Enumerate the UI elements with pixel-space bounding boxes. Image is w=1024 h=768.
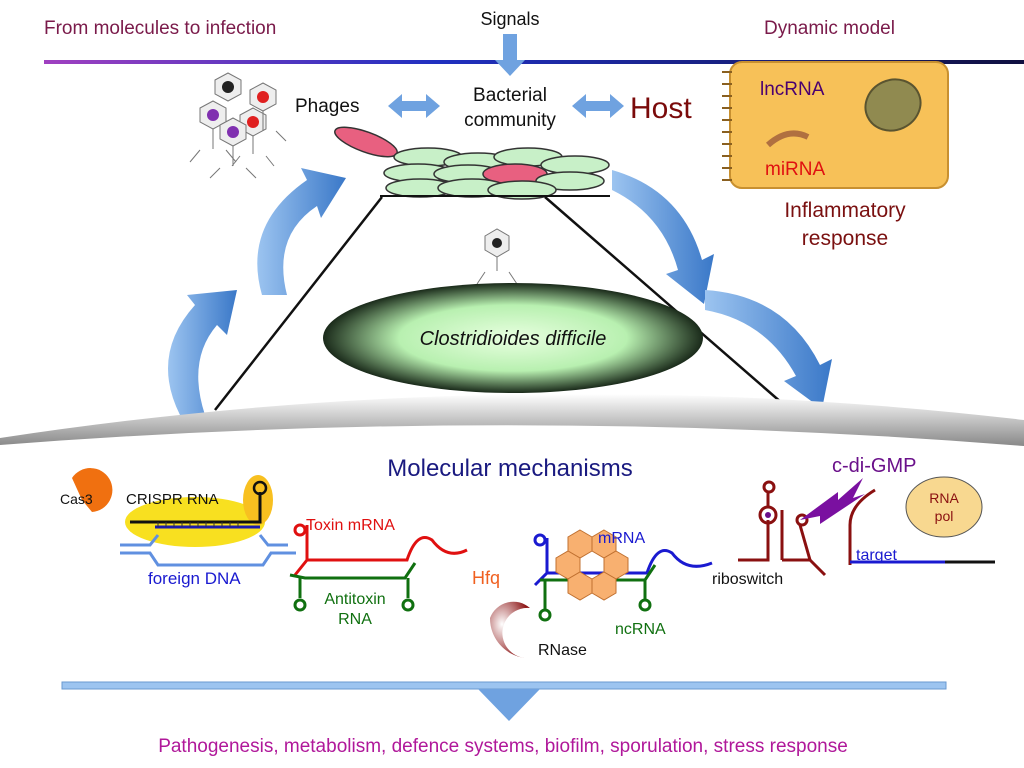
hfq-label: Hfq xyxy=(472,568,500,588)
down-arrow-icon xyxy=(478,689,540,721)
community-host-arrow-icon xyxy=(572,94,624,118)
phages-icon xyxy=(189,72,287,179)
header-divider xyxy=(44,60,1024,64)
ncrna-label: ncRNA xyxy=(615,621,666,638)
antitoxin-label-2: RNA xyxy=(338,611,372,628)
header-signals: Signals xyxy=(480,9,539,29)
foreign-dna-label: foreign DNA xyxy=(148,569,241,588)
crispr-rna-label: CRISPR RNA xyxy=(126,491,219,508)
riboswitch-label: riboswitch xyxy=(712,571,783,588)
riboswitch-icon xyxy=(738,480,876,577)
platform-divider xyxy=(0,393,1024,446)
target-label: target xyxy=(856,547,897,564)
host-cell xyxy=(722,61,949,189)
cdigmp-label: c-di-GMP xyxy=(832,455,916,477)
outcomes-label: Pathogenesis, metabolism, defence system… xyxy=(158,736,848,757)
mirna-icon xyxy=(765,130,810,148)
inflammatory-label-2: response xyxy=(802,227,888,250)
mrna-label: mRNA xyxy=(598,530,645,547)
toxin-antitoxin-icon xyxy=(289,523,468,612)
header-left: From molecules to infection xyxy=(44,18,276,39)
mirna-label: miRNA xyxy=(765,159,825,180)
organism-label: Clostridioides difficile xyxy=(420,328,607,350)
lightning-icon xyxy=(800,478,865,524)
host-label: Host xyxy=(630,92,692,125)
rnase-label: RNase xyxy=(538,642,587,659)
cycle-arrows-icon xyxy=(168,168,832,415)
antitoxin-label-1: Antitoxin xyxy=(324,591,385,608)
signals-arrow-icon xyxy=(495,34,525,76)
lncrna-label: lncRNA xyxy=(760,79,825,100)
ligand-icon xyxy=(765,512,771,518)
rnapol-label-2: pol xyxy=(935,508,954,524)
outcome-bar xyxy=(61,681,947,690)
phages-label: Phages xyxy=(295,96,359,117)
crispr-icon xyxy=(72,468,296,567)
phage-community-arrow-icon xyxy=(388,94,440,118)
cas3-label: Cas3 xyxy=(60,491,93,507)
rna-polymerase-icon xyxy=(905,476,983,538)
clostridioides-cell xyxy=(323,283,703,393)
bacterial-community-icon xyxy=(334,126,610,200)
hfq-complex-icon xyxy=(489,529,713,658)
header-right: Dynamic model xyxy=(764,18,895,39)
nucleus-icon xyxy=(864,78,922,132)
phage-icon xyxy=(476,228,518,285)
mechanisms-title: Molecular mechanisms xyxy=(387,455,632,482)
zoom-cone-lines xyxy=(214,196,791,411)
toxin-mrna-label: Toxin mRNA xyxy=(306,517,395,534)
inflammatory-label-1: Inflammatory xyxy=(784,199,906,222)
community-label-2: community xyxy=(464,110,556,131)
community-label-1: Bacterial xyxy=(473,85,547,106)
rnapol-label-1: RNA xyxy=(929,490,959,506)
